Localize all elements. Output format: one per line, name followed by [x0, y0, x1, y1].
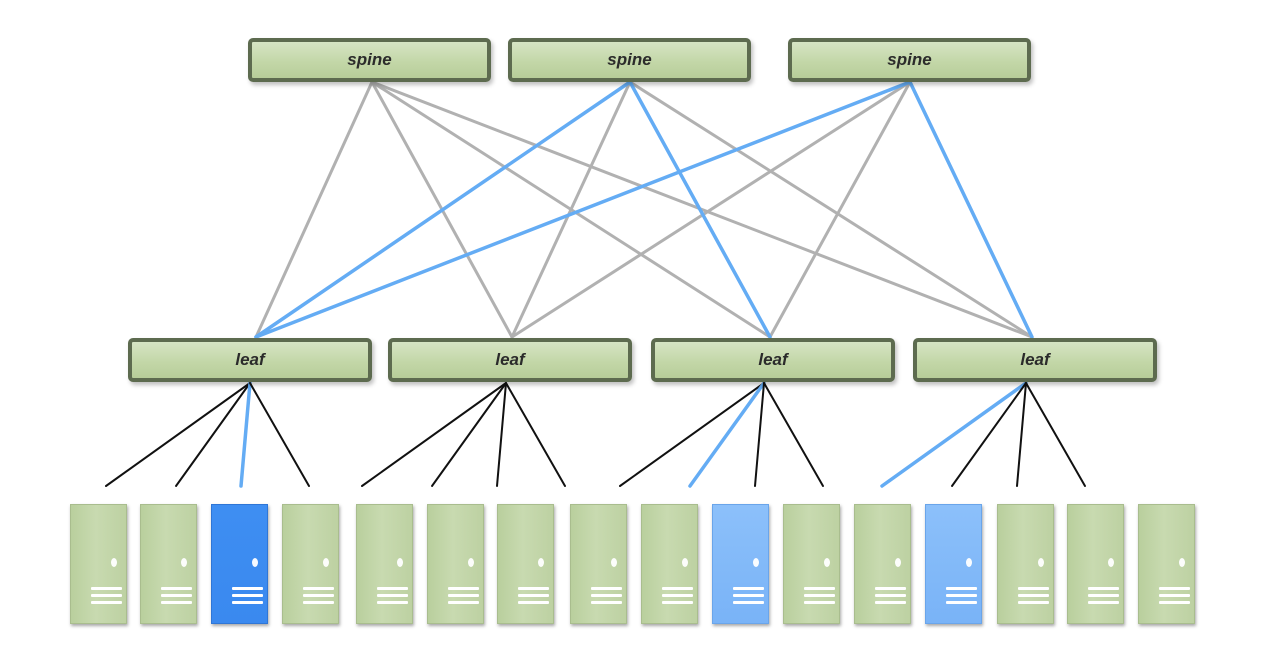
- drive-bays-icon: [1159, 587, 1190, 608]
- mesh-link: [768, 80, 912, 339]
- access-link: [1016, 382, 1027, 487]
- server[interactable]: [427, 504, 484, 624]
- drive-bays-icon: [161, 587, 192, 608]
- leaf-label: leaf: [235, 350, 265, 369]
- power-led-icon: [611, 558, 617, 567]
- highlighted-link: [254, 80, 912, 339]
- access-link: [951, 382, 1027, 487]
- power-led-icon: [397, 558, 403, 567]
- drive-bays-icon: [303, 587, 334, 608]
- power-led-icon: [966, 558, 972, 567]
- drive-bays-icon: [1088, 587, 1119, 608]
- drive-bays-icon: [518, 587, 549, 608]
- access-link: [361, 382, 507, 487]
- highlighted-link: [254, 80, 632, 339]
- spine-leaf-links: [254, 80, 1034, 339]
- power-led-icon: [468, 558, 474, 567]
- mesh-link: [370, 80, 1034, 339]
- server[interactable]: [997, 504, 1054, 624]
- leaf-label: leaf: [495, 350, 525, 369]
- highlighted-link: [908, 80, 1034, 339]
- leaf-switch-2[interactable]: leaf: [388, 338, 632, 382]
- server[interactable]: [1067, 504, 1124, 624]
- leaf-switch-3[interactable]: leaf: [651, 338, 895, 382]
- access-link: [496, 382, 507, 487]
- access-link: [505, 382, 566, 487]
- power-led-icon: [181, 558, 187, 567]
- highlighted-link: [628, 80, 772, 339]
- power-led-icon: [538, 558, 544, 567]
- drive-bays-icon: [591, 587, 622, 608]
- drive-bays-icon: [804, 587, 835, 608]
- drive-bays-icon: [448, 587, 479, 608]
- mesh-link: [628, 80, 1034, 339]
- leaf-label: leaf: [758, 350, 788, 369]
- leaf-switch-4[interactable]: leaf: [913, 338, 1157, 382]
- server[interactable]: [641, 504, 698, 624]
- drive-bays-icon: [1018, 587, 1049, 608]
- access-link: [175, 382, 251, 487]
- server[interactable]: [570, 504, 627, 624]
- access-link: [1025, 382, 1086, 487]
- spine-switch-2[interactable]: spine: [508, 38, 751, 82]
- power-led-icon: [824, 558, 830, 567]
- highlighted-server[interactable]: [211, 504, 268, 624]
- power-led-icon: [323, 558, 329, 567]
- highlighted-access-link: [688, 381, 766, 488]
- leaf-switch-1[interactable]: leaf: [128, 338, 372, 382]
- mesh-link: [510, 80, 912, 339]
- mesh-link: [510, 80, 632, 339]
- server[interactable]: [497, 504, 554, 624]
- highlighted-server[interactable]: [712, 504, 769, 624]
- highlighted-server[interactable]: [925, 504, 982, 624]
- access-link: [249, 382, 310, 487]
- power-led-icon: [252, 558, 258, 567]
- server[interactable]: [783, 504, 840, 624]
- power-led-icon: [1179, 558, 1185, 567]
- highlighted-access-link: [239, 381, 252, 488]
- access-link: [105, 382, 251, 487]
- access-link: [619, 382, 765, 487]
- server[interactable]: [140, 504, 197, 624]
- server[interactable]: [1138, 504, 1195, 624]
- power-led-icon: [895, 558, 901, 567]
- highlighted-access-link: [880, 381, 1028, 488]
- power-led-icon: [1038, 558, 1044, 567]
- drive-bays-icon: [232, 587, 263, 608]
- drive-bays-icon: [91, 587, 122, 608]
- leaf-label: leaf: [1020, 350, 1050, 369]
- drive-bays-icon: [662, 587, 693, 608]
- drive-bays-icon: [875, 587, 906, 608]
- spine-label: spine: [607, 50, 652, 69]
- server[interactable]: [282, 504, 339, 624]
- spine-label: spine: [347, 50, 392, 69]
- drive-bays-icon: [377, 587, 408, 608]
- power-led-icon: [753, 558, 759, 567]
- power-led-icon: [111, 558, 117, 567]
- power-led-icon: [682, 558, 688, 567]
- access-link: [431, 382, 507, 487]
- spine-label: spine: [887, 50, 932, 69]
- spine-switch-3[interactable]: spine: [788, 38, 1031, 82]
- spine-switch-1[interactable]: spine: [248, 38, 491, 82]
- power-led-icon: [1108, 558, 1114, 567]
- access-link: [754, 382, 765, 487]
- server[interactable]: [70, 504, 127, 624]
- drive-bays-icon: [733, 587, 764, 608]
- access-link: [763, 382, 824, 487]
- leaf-server-links: [105, 381, 1086, 488]
- mesh-link: [254, 80, 374, 339]
- server[interactable]: [356, 504, 413, 624]
- server[interactable]: [854, 504, 911, 624]
- drive-bays-icon: [946, 587, 977, 608]
